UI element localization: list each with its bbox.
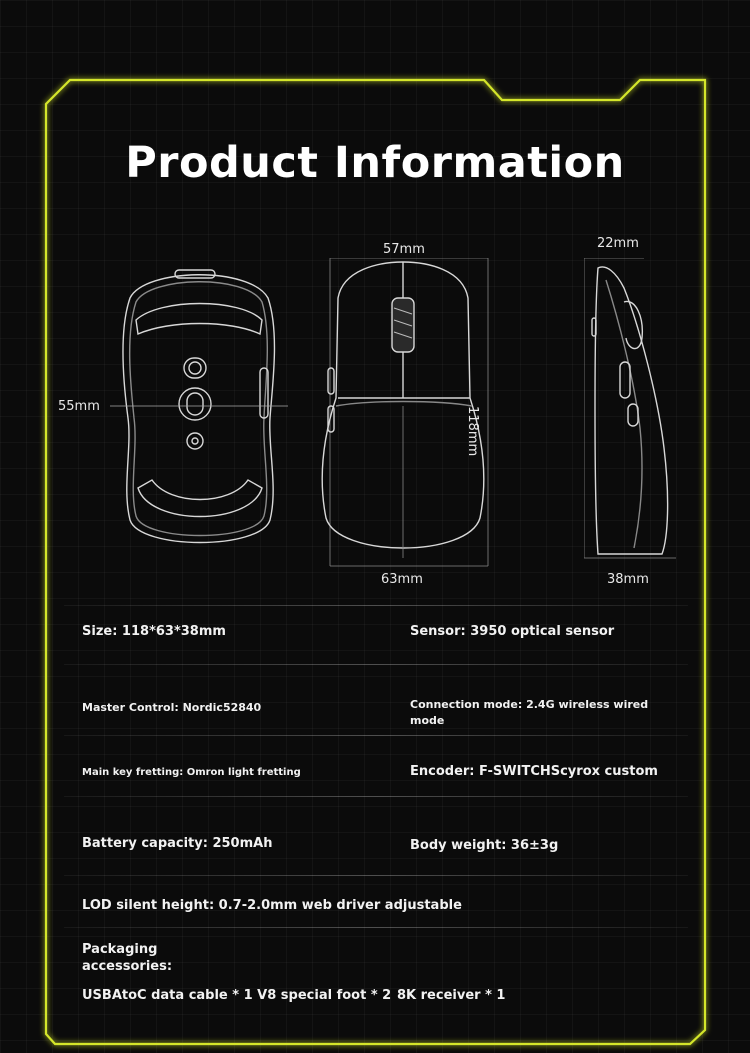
page-title: Product Information: [125, 138, 625, 188]
spec-divider: [64, 927, 688, 928]
top-view-length-label: 118mm: [465, 406, 480, 457]
spec-packaging-label: Packaging accessories:: [82, 942, 173, 974]
spec-sensor: Sensor: 3950 optical sensor: [410, 624, 615, 639]
bottom-view-width-label: 55mm: [58, 399, 100, 414]
mouse-bottom-view: [110, 269, 288, 544]
side-view-top-label: 22mm: [597, 236, 639, 251]
mouse-side-view: [584, 258, 676, 559]
spec-size: Size: 118*63*38mm: [82, 624, 226, 639]
spec-encoder: Encoder: F-SWITCHScyrox custom: [410, 764, 658, 779]
spec-divider: [64, 605, 688, 606]
top-view-width-label: 57mm: [383, 242, 425, 257]
spec-battery: Battery capacity: 250mAh: [82, 836, 273, 851]
spec-divider: [64, 875, 688, 876]
spec-master-control: Master Control: Nordic52840: [82, 701, 262, 714]
spec-weight: Body weight: 36±3g: [410, 838, 559, 853]
side-view-height-label: 38mm: [607, 572, 649, 587]
top-view-base-width-label: 63mm: [381, 572, 423, 587]
spec-packaging-item-2: 8K receiver * 1: [397, 988, 506, 1003]
spec-divider: [64, 796, 688, 797]
spec-lod: LOD silent height: 0.7-2.0mm web driver …: [82, 898, 462, 913]
spec-connection-mode: Connection mode: 2.4G wireless wired mod…: [410, 698, 649, 727]
spec-divider: [64, 735, 688, 736]
spec-main-key: Main key fretting: Omron light fretting: [82, 767, 301, 778]
spec-divider: [64, 664, 688, 665]
spec-packaging-item-1: USBAtoC data cable * 1 V8 special foot *…: [82, 988, 392, 1003]
mouse-top-view: [321, 258, 489, 567]
